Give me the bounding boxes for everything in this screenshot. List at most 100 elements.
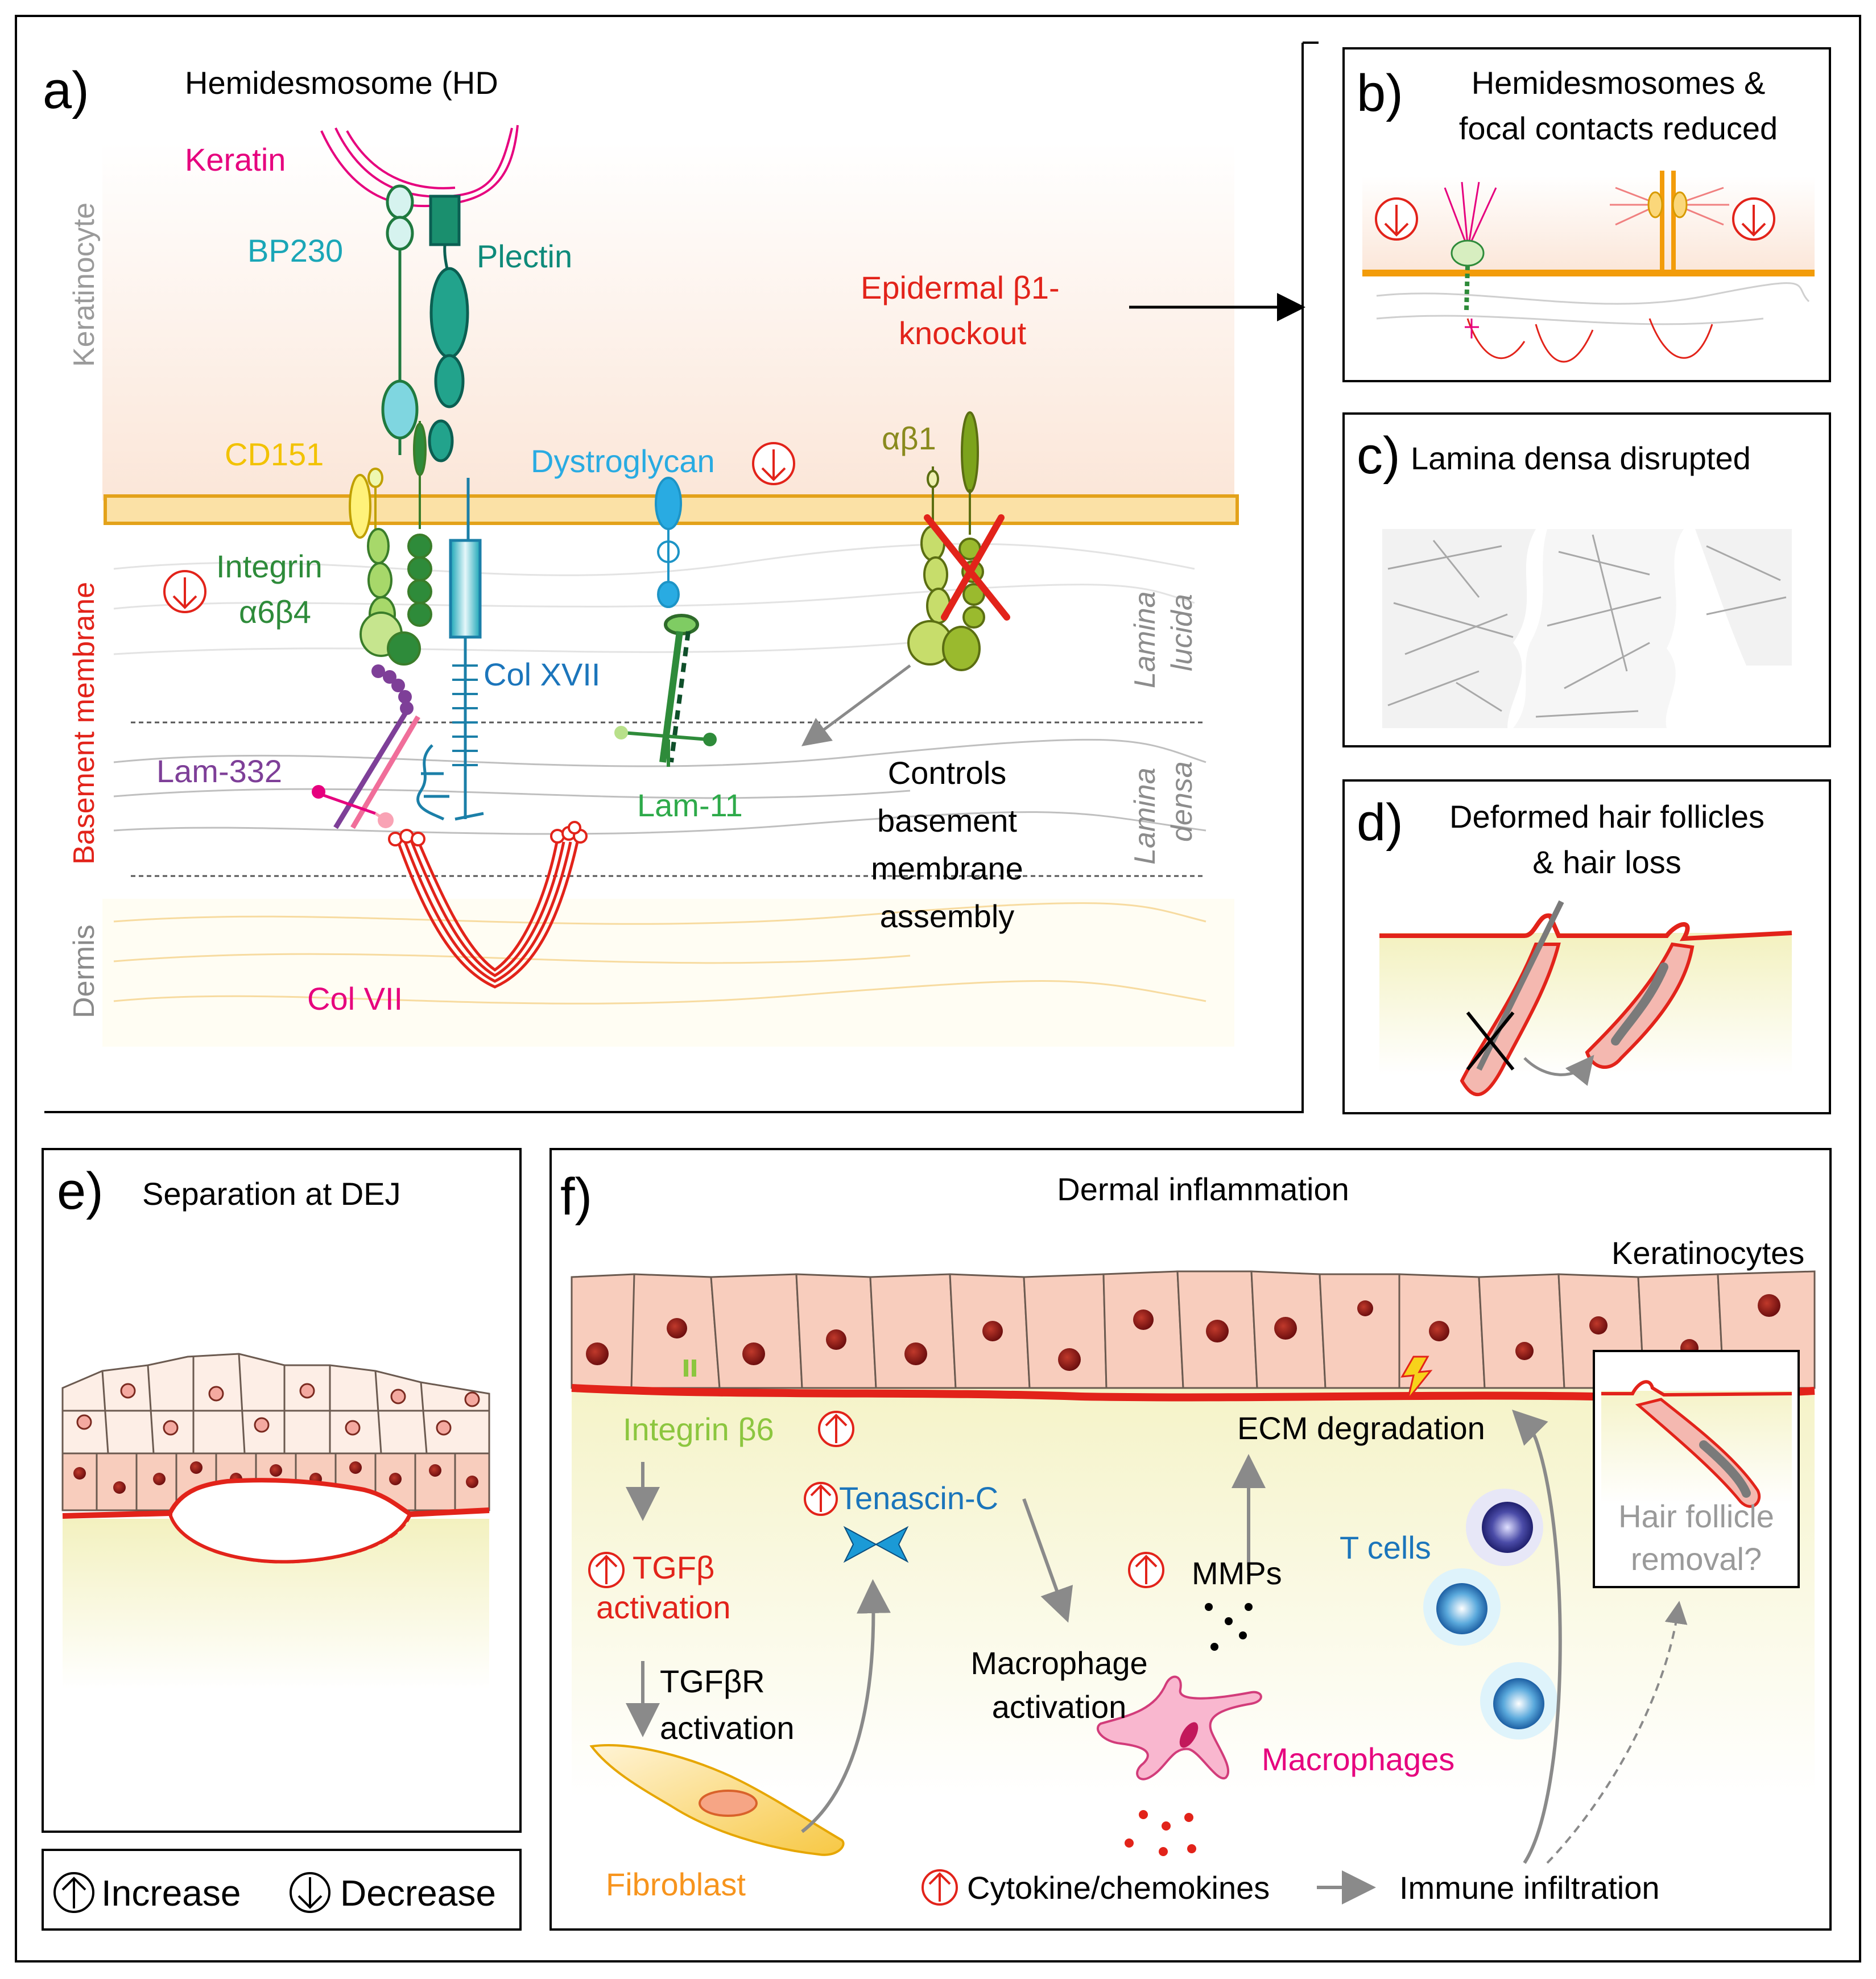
- label-ab1: αβ1: [882, 420, 936, 456]
- arrow: [801, 1579, 891, 1833]
- label-macrophage-activation: Macrophage: [970, 1645, 1147, 1681]
- panel-e-title: Separation at DEJ: [142, 1176, 400, 1212]
- lamina-densa-label-2: densa: [1166, 761, 1199, 842]
- label-immune: Immune infiltration: [1399, 1870, 1660, 1906]
- increase-icon: [804, 1482, 838, 1516]
- decrease-icon: [163, 570, 206, 613]
- plectin-protein: [428, 195, 469, 462]
- t-cells: [1423, 1489, 1557, 1740]
- label-controls-4: assembly: [880, 898, 1015, 934]
- label-fibroblast: Fibroblast: [606, 1866, 746, 1902]
- label-lam11: Lam-11: [637, 787, 743, 823]
- label-tgfb-2: activation: [596, 1589, 731, 1625]
- bp230-protein: [381, 184, 419, 455]
- panel-d-title-2: & hair loss: [1532, 844, 1681, 880]
- label-tenascin: Tenascin-C: [839, 1480, 998, 1516]
- side-label-keratinocyte: Keratinocyte: [68, 203, 101, 367]
- label-cytokine: Cytokine/chemokines: [967, 1870, 1270, 1906]
- panel-b-title-2: focal contacts reduced: [1459, 110, 1778, 146]
- tenascin-icon: [843, 1526, 909, 1563]
- legend-box: Increase Decrease: [42, 1849, 522, 1931]
- label-tcells: T cells: [1340, 1530, 1431, 1565]
- label-knockout: Epidermal β1-: [861, 270, 1060, 305]
- side-label-basement: Basement membrane: [68, 582, 101, 865]
- mmp-particles: [1205, 1603, 1253, 1651]
- panel-f-letter: f): [560, 1168, 592, 1226]
- label-plectin: Plectin: [477, 238, 572, 274]
- dystroglycan-protein: [655, 477, 682, 608]
- lamina-densa-label: Lamina: [1129, 767, 1162, 865]
- label-integrin: Integrin: [216, 548, 323, 584]
- decrease-icon: [1375, 197, 1418, 241]
- label-tgfbr: TGFβR: [660, 1663, 765, 1699]
- legend-decrease: Decrease: [340, 1873, 496, 1914]
- panel-c-title: Lamina densa disrupted: [1411, 440, 1751, 476]
- panel-d: d) Deformed hair follicles & hair loss: [1342, 779, 1831, 1114]
- label-col17: Col XVII: [484, 656, 600, 692]
- label-col7: Col VII: [307, 981, 403, 1017]
- panel-a-letter: a): [43, 61, 89, 119]
- panel-c: c) Lamina densa disrupted: [1342, 412, 1831, 747]
- fibroblast-cell: [589, 1744, 845, 1856]
- label-keratinocytes: Keratinocytes: [1611, 1235, 1804, 1271]
- panel-a: a) Hemidesmosome (HD Keratinocyte Baseme…: [43, 42, 1319, 1113]
- ab1-integrin: [907, 411, 985, 671]
- label-integrin-2: α6β4: [239, 594, 311, 630]
- label-controls-3: membrane: [871, 850, 1023, 886]
- label-controls-2: basement: [877, 803, 1017, 838]
- label-macrophages: Macrophages: [1262, 1741, 1454, 1777]
- knockout-x-mark: [924, 514, 1010, 621]
- lam332-protein: [312, 664, 420, 829]
- cd151-protein: [349, 468, 383, 539]
- label-bp230: BP230: [247, 233, 343, 268]
- integrin-a6b4: [360, 421, 432, 666]
- label-integrin-b6: Integrin β6: [623, 1411, 774, 1447]
- decrease-icon: [290, 1872, 330, 1913]
- increase-icon: [588, 1552, 625, 1588]
- increase-icon: [818, 1411, 854, 1447]
- label-knockout-2: knockout: [899, 315, 1027, 351]
- label-macrophage-activation-2: activation: [992, 1689, 1127, 1725]
- panel-d-letter: d): [1357, 794, 1403, 852]
- col7-protein: [388, 821, 588, 989]
- increase-icon: [53, 1872, 94, 1913]
- panel-b-letter: b): [1357, 64, 1403, 122]
- label-ecm: ECM degradation: [1237, 1410, 1485, 1446]
- panel-e-letter: e): [57, 1162, 104, 1220]
- panel-a-title: Hemidesmosome (HD: [185, 65, 498, 101]
- controls-arrow: [801, 664, 911, 746]
- outer-frame: [15, 15, 1861, 1963]
- panel-b-title: Hemidesmosomes &: [1472, 65, 1766, 101]
- arrow: [1022, 1498, 1073, 1623]
- col17-protein: [416, 478, 484, 821]
- cytokine-particles: [1125, 1810, 1196, 1856]
- label-mmps: MMPs: [1192, 1555, 1282, 1591]
- panel-f-title: Dermal inflammation: [1057, 1171, 1349, 1207]
- arrow-dashed: [1546, 1601, 1688, 1864]
- side-label-dermis: Dermis: [68, 924, 101, 1018]
- decrease-icon: [752, 442, 795, 485]
- panel-c-letter: c): [1357, 427, 1400, 485]
- macrophage-cell: [1096, 1675, 1262, 1780]
- label-tgfb: TGFβ: [633, 1550, 714, 1585]
- panel-f: f) Dermal inflammation Keratinocytes Int…: [549, 1148, 1832, 1931]
- label-tgfbr-2: activation: [660, 1710, 795, 1746]
- label-keratin: Keratin: [185, 142, 286, 177]
- lamina-lucida-label-2: lucida: [1166, 594, 1199, 671]
- label-cd151: CD151: [225, 436, 324, 472]
- panel-e: e) Separation at DEJ: [42, 1148, 522, 1833]
- label-controls: Controls: [888, 755, 1007, 791]
- lam11-protein: [614, 614, 717, 767]
- panel-b: b) Hemidesmosomes & focal contacts reduc…: [1342, 47, 1831, 382]
- label-hair-follicle-2: removal?: [1631, 1541, 1762, 1577]
- label-dystroglycan: Dystroglycan: [531, 443, 715, 479]
- lamina-lucida-label: Lamina: [1129, 591, 1162, 688]
- arrow: [1512, 1410, 1562, 1864]
- decrease-icon: [1732, 197, 1775, 241]
- label-lam332: Lam-332: [156, 753, 282, 789]
- lightning-icon: [1400, 1356, 1433, 1400]
- legend-increase: Increase: [101, 1873, 241, 1914]
- panel-d-title: Deformed hair follicles: [1449, 799, 1765, 834]
- increase-icon: [1128, 1552, 1164, 1588]
